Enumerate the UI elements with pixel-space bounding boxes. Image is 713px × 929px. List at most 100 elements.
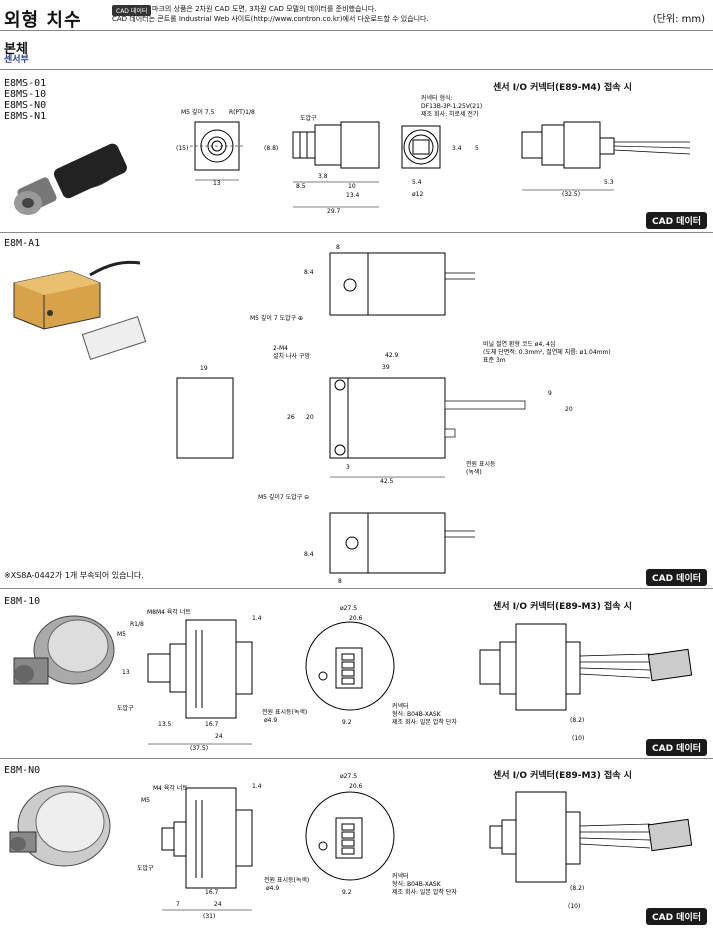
dim-label: 20.6 (349, 615, 363, 622)
dim-label: 전원 표시등(녹색) (264, 876, 309, 884)
dim-label: 3 (346, 464, 350, 471)
dim-label: (31) (203, 913, 215, 920)
front-view (305, 791, 395, 881)
unit-label: (단위: mm) (652, 14, 705, 25)
dim-label: 도압구 (117, 704, 134, 712)
rear-view (401, 125, 441, 169)
connector-side-view (479, 623, 693, 711)
dim-label: 2-M4 (273, 345, 288, 352)
dim-label: 9 (548, 390, 552, 397)
dim-label: (8.8) (264, 145, 278, 152)
dim-label: M5 깊이 7 도압구 ⊕ (250, 314, 303, 322)
dim-label: ø4.9 (266, 885, 279, 892)
side-view (292, 121, 380, 169)
dim-label: 형식: B04B-XASK (392, 710, 442, 718)
dim-label: 10 (348, 183, 356, 190)
model-name: E8M-A1 (4, 238, 41, 249)
connector-title: 센서 I/O 커넥터(E89-M3) 접속 시 (493, 602, 632, 612)
dim-label: 9.2 (342, 889, 352, 896)
dim-label: 형식: B04B-XASK (392, 880, 442, 888)
dim-label: 커넥터 (392, 702, 409, 710)
model-name: E8M-10 (4, 596, 41, 607)
e8m-10-drawing: M8M4 육각 너트 R1/8 M5 13 도압구 1.4 13.5 16.7 … (13, 605, 693, 752)
cable-label: 표준 3m (483, 357, 506, 364)
model-list: E8MS-01 E8MS-10 E8MS-N0 E8MS-N1 (4, 78, 46, 122)
dim-label: 24 (215, 733, 223, 740)
dim-label: 도압구 (137, 864, 154, 872)
dim-label: 20.6 (349, 783, 363, 790)
dim-label: 5.3 (604, 179, 614, 186)
dim-label: 7 (176, 901, 180, 908)
dim-label: (10) (568, 903, 580, 910)
cad-data-button[interactable]: CAD 데이터 (646, 212, 708, 229)
dim-label: 13.4 (346, 192, 360, 199)
section-subtitle: 센서부 (4, 55, 29, 65)
dim-label: 39 (382, 364, 390, 371)
dim-label: 16.7 (205, 721, 219, 728)
dim-label: 커넥터 (392, 872, 409, 880)
cad-note-line2: CAD 데이터는 콘트롤 Industrial Web 사이트(http://w… (112, 15, 429, 23)
dim-label: M8M4 육각 너트 (147, 608, 191, 616)
top-view (329, 252, 475, 316)
dim-label: 42.9 (385, 352, 399, 359)
dim-label: 8 (336, 244, 340, 251)
cable-label: (도체 단면적: 0.3mm², 절연체 지름: ø1.04mm) (483, 348, 611, 356)
connector-side-view (521, 121, 691, 169)
dim-label: M5 (117, 631, 126, 638)
dim-label: 42.5 (380, 478, 394, 485)
e8m-a1-drawing: 8 8.4 M5 깊이 7 도압구 ⊕ 19 2-M4 설치 나사 구멍 42.… (13, 244, 611, 585)
dim-label: 13.5 (158, 721, 172, 728)
dim-label: ø27.5 (340, 773, 357, 780)
dim-label: 8 (338, 578, 342, 585)
dim-label: (10) (572, 735, 584, 742)
divider (0, 588, 713, 589)
dim-label: 13 (213, 180, 221, 187)
dim-label: 제조 회사: 일본 압착 단자 (392, 888, 457, 896)
dim-label: 3.4 (452, 145, 462, 152)
dim-label: 16.7 (205, 889, 219, 896)
dim-label: 제조 회사: 히로세 전기 (421, 110, 478, 118)
dim-label: M5 깊이7 도압구 ⊖ (258, 493, 309, 501)
cad-data-button[interactable]: CAD 데이터 (646, 908, 708, 925)
dim-label: 9.2 (342, 719, 352, 726)
dim-label: ø4.9 (264, 717, 277, 724)
front-view (305, 621, 395, 711)
dim-label: 8.4 (304, 551, 314, 558)
e8m-10-product-photo (13, 615, 115, 685)
dim-label: 5.4 (412, 179, 422, 186)
cad-data-button[interactable]: CAD 데이터 (646, 569, 708, 586)
cable-label: 비닐 절연 환형 코드 ø4, 4심 (483, 340, 555, 348)
dim-label: 도압구 (300, 114, 317, 122)
dim-label: 3.8 (318, 173, 328, 180)
side-view (147, 619, 253, 719)
dim-label: 커넥터 형식: (421, 94, 453, 102)
dim-label: 29.7 (327, 208, 341, 215)
cad-data-badge: CAD 데이터 (112, 5, 152, 16)
model-name: E8MS-10 (4, 89, 47, 100)
main-view (329, 377, 526, 459)
model-name: E8MS-N0 (4, 100, 47, 111)
front-view (190, 121, 245, 171)
e8ms-product-photo (14, 143, 127, 215)
dim-label: ø27.5 (340, 605, 357, 612)
dim-label: R(PT)1/8 (229, 109, 255, 116)
e8m-a1-product-photo (13, 260, 147, 360)
dim-label: 5 (475, 145, 479, 152)
cad-note-line1: 마크의 상품은 2차원 CAD 도면, 3차원 CAD 모델의 데이터를 준비했… (152, 5, 377, 13)
dim-label: ø12 (412, 191, 423, 198)
section-title: 본체 (4, 42, 28, 57)
divider (0, 232, 713, 233)
bottom-view (329, 512, 475, 574)
dim-label: M4 육각 너트 (153, 784, 188, 792)
dim-label: 설치 나사 구멍 (273, 352, 310, 360)
dim-label: DF13B-3P-1.25V(21) (421, 103, 482, 110)
dim-label: 26 (287, 414, 295, 421)
divider (0, 69, 713, 70)
dim-label: (8.2) (570, 885, 584, 892)
divider (0, 30, 713, 31)
dim-label: 8.4 (304, 269, 314, 276)
dim-label: 20 (565, 406, 573, 413)
dim-label: 24 (214, 901, 222, 908)
dim-label: 1.4 (252, 615, 262, 622)
cad-data-button[interactable]: CAD 데이터 (646, 739, 708, 756)
